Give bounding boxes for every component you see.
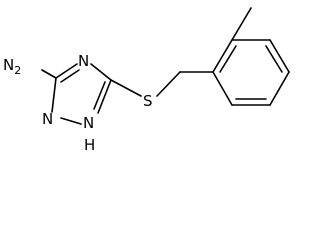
ring-nh-nitrogen-label: N [83,114,94,132]
amine-h2-subscript: 2 [14,64,21,77]
sulfur-label: S [143,92,153,110]
bond-c3-n4-double [60,69,80,83]
bond-n4-c5 [90,63,112,81]
bond-c5-n1-double [93,81,106,110]
bond-c3-nh2 [41,69,57,79]
bond-s-ch2 [156,71,181,97]
bond-ar4-ar5 [269,71,290,106]
ring-nitrogen-bottom-label: N [42,110,53,128]
bond-c5-s [110,79,142,97]
bond-ar1-ar2-double [219,45,237,73]
structure-canvas: N2 N N N H S [3,7,290,154]
bond-c5-n1 [97,79,112,114]
bond-ar3-ar4 [269,39,290,73]
ring-nh-hydrogen-label: H [84,136,95,154]
molecule-drawing: N2 N N N H S [3,7,290,154]
amine-n-symbol: N [3,56,14,74]
bond-c3-n4 [55,63,78,79]
bond-ar1-ar2 [212,39,233,73]
bond-ar2-methyl [231,7,252,41]
amine-nitrogen-label: N2 [3,56,21,77]
ring-nitrogen-top-label: N [78,52,89,70]
bond-ar6-ar1 [212,71,233,106]
bond-n2-c3 [51,77,57,113]
bond-n1-n2 [60,117,82,125]
bond-ar3-ar4-double [265,45,283,73]
